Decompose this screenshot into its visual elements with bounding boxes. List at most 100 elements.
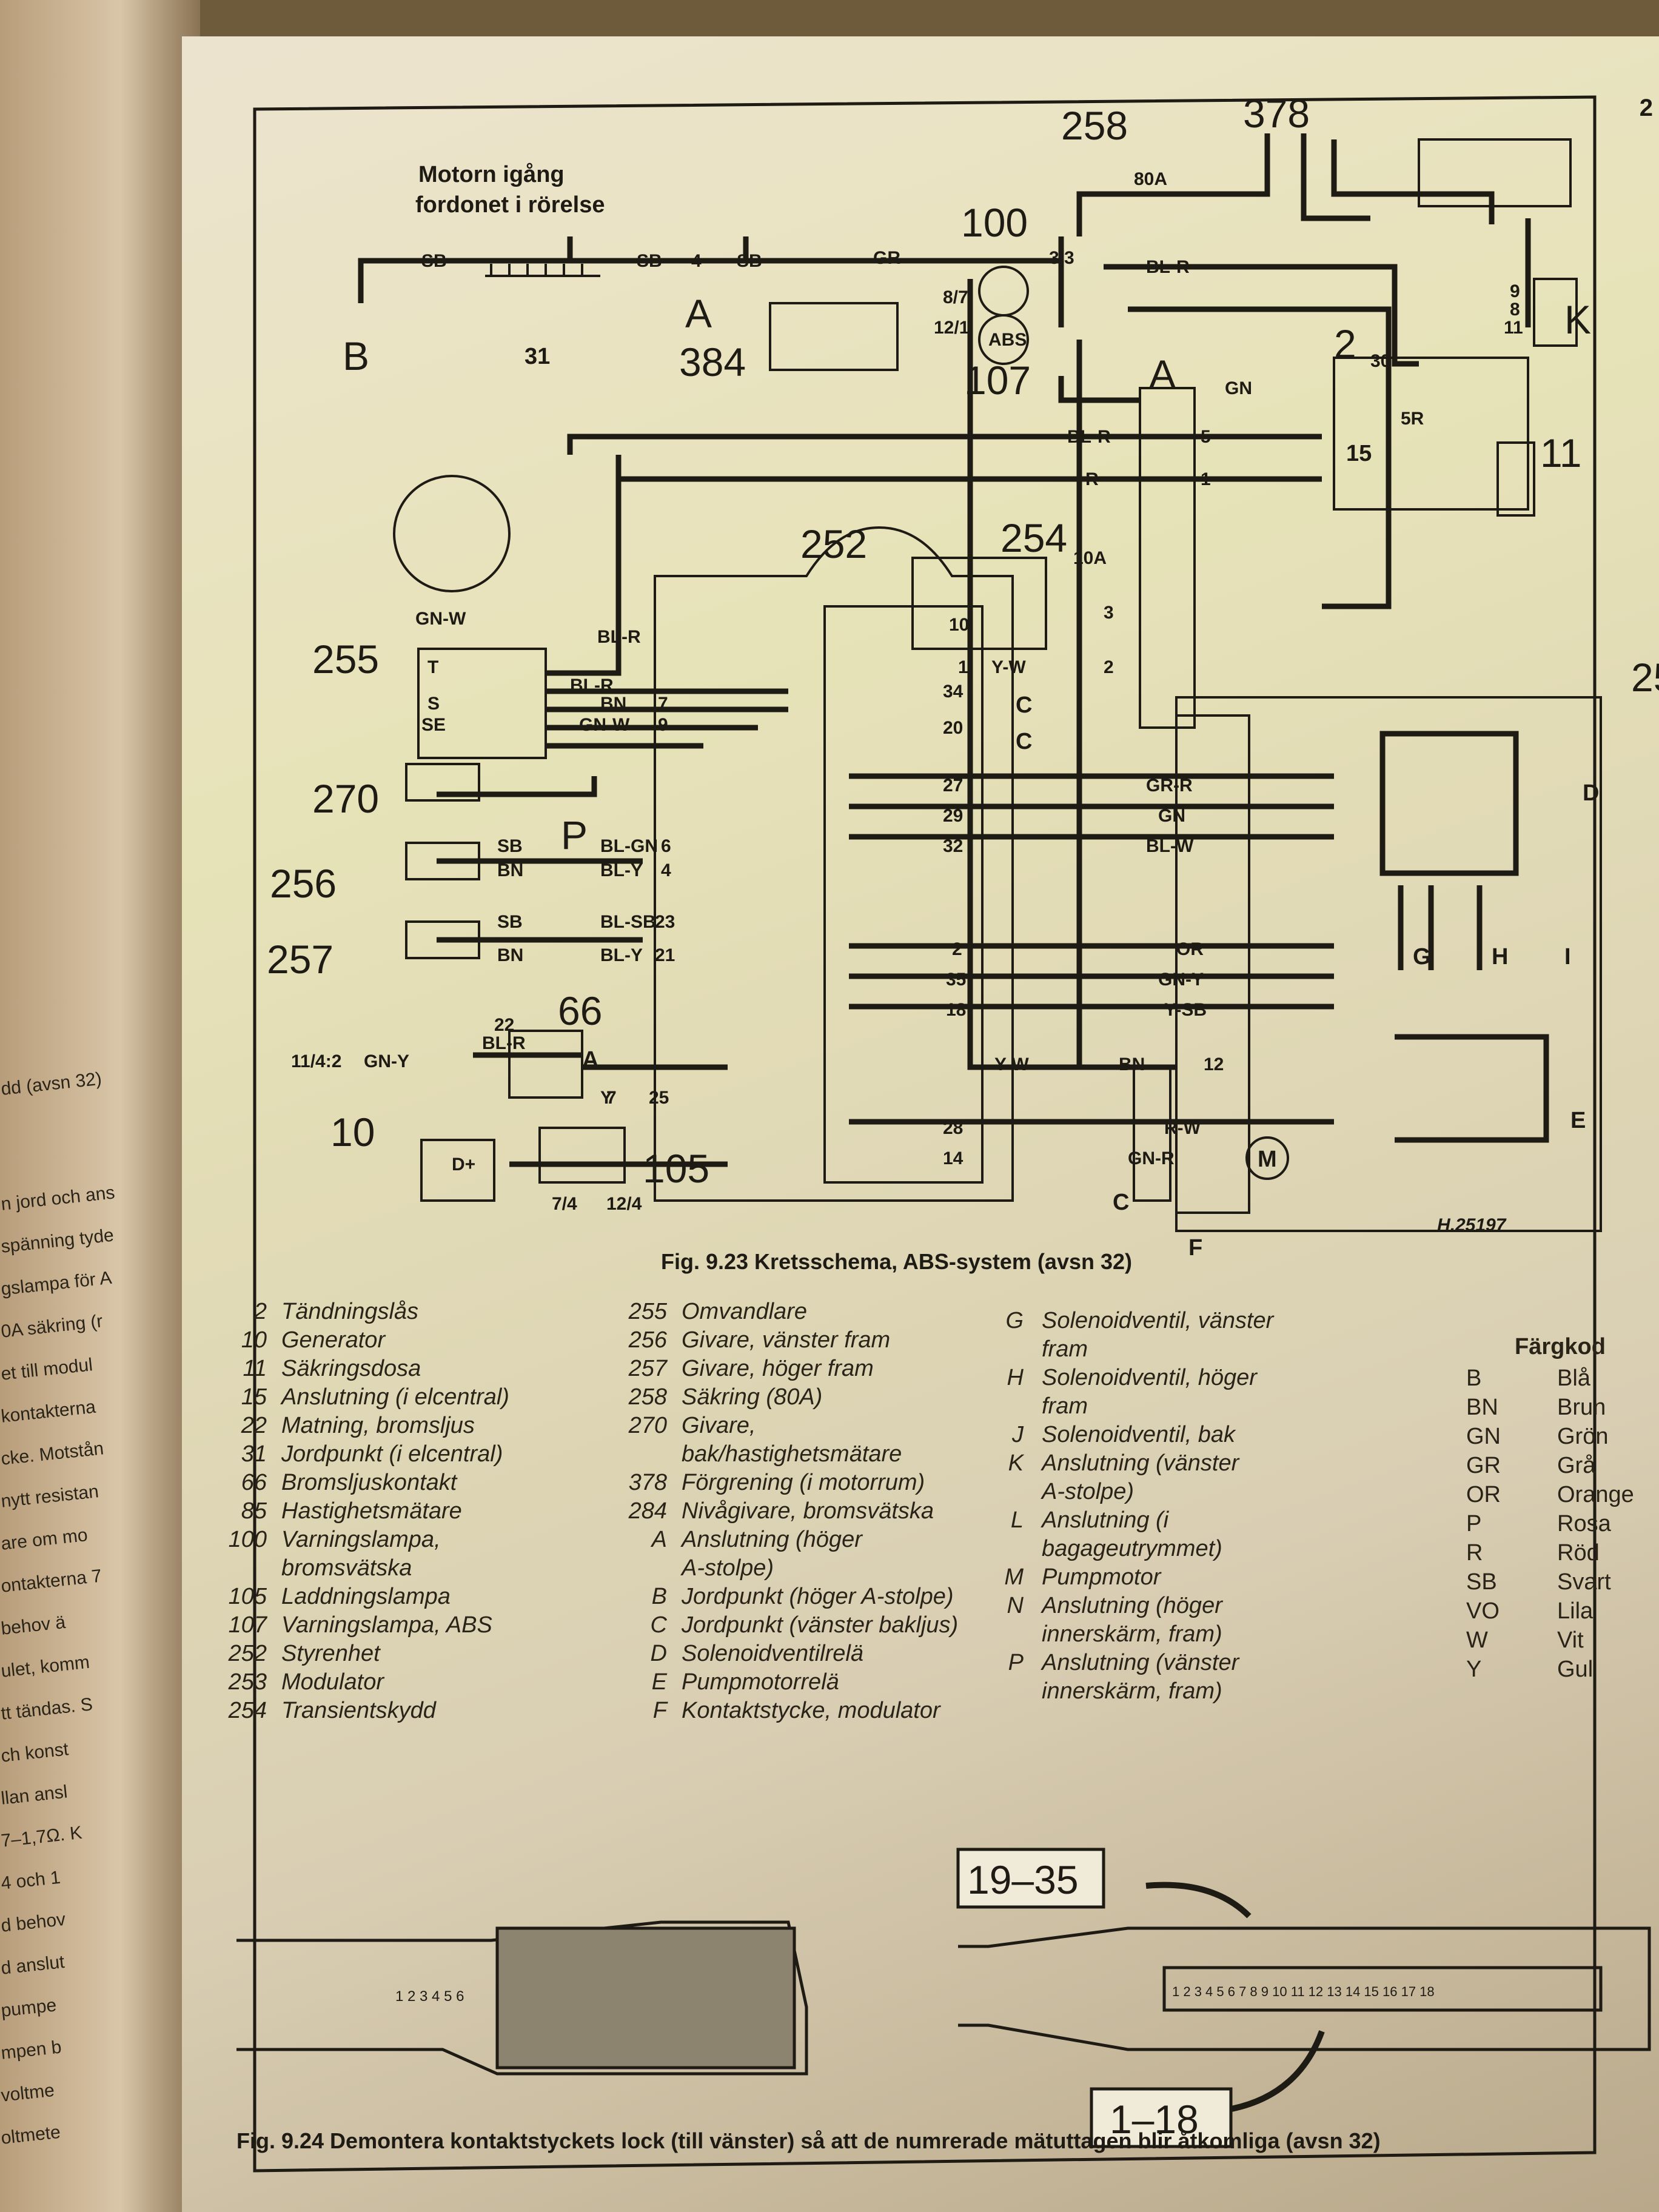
legend2-key: 257 — [628, 1356, 667, 1381]
left-page-fragment: behov ä — [0, 1612, 67, 1639]
legend1-key: 254 — [228, 1698, 267, 1723]
legend3-row: bagageutrymmet) — [976, 1535, 1273, 1563]
lbl-y-66: Y — [600, 1088, 612, 1108]
converter-255 — [417, 648, 547, 759]
legend1-desc: Jordpunkt (i elcentral) — [281, 1441, 503, 1467]
component-outlines — [393, 138, 1602, 1232]
legend1-key: 253 — [228, 1669, 267, 1695]
lbl-32: 32 — [943, 836, 963, 856]
lbl-a-top: A — [685, 291, 712, 336]
legend3-desc-cont: innerskärm, fram) — [1042, 1678, 1222, 1704]
lbl-1-252: 1 — [958, 657, 968, 677]
fargkod-name: Lila — [1557, 1598, 1594, 1624]
lbl-gn-top: GN — [1225, 378, 1252, 398]
lbl-12-4: 12/4 — [606, 1194, 642, 1214]
left-page-fragment: nytt resistan — [0, 1481, 100, 1512]
fargkod-name: Grå — [1557, 1453, 1596, 1478]
lbl-gn-w-speedo: GN-W — [415, 609, 466, 629]
lbl-b: B — [343, 333, 369, 378]
legend3-desc-cont: innerskärm, fram) — [1042, 1621, 1222, 1647]
legend2-desc: Pumpmotorrelä — [682, 1669, 839, 1695]
lbl-15-box: 15 — [1346, 441, 1372, 466]
lbl-bn-12: BN — [1119, 1054, 1145, 1074]
legend3-row: fram — [976, 1335, 1273, 1364]
legend3-desc: Solenoidventil, vänster — [1042, 1308, 1274, 1333]
page-number: 2 — [1639, 95, 1653, 121]
legend2-desc: Givare, vänster fram — [682, 1327, 891, 1353]
left-page-fragment: ulet, komm — [0, 1652, 91, 1681]
lbl-d-plus: D+ — [452, 1155, 475, 1175]
left-page-fragment: cke. Motstån — [0, 1438, 105, 1469]
left-page-fragment: voltme — [0, 2080, 56, 2106]
lbl-378: 378 — [1243, 91, 1310, 136]
fig924-labels: 19–35 1–18 1 2 3 4 5 6 1 2 3 4 5 6 7 8 9… — [395, 1848, 1435, 2148]
lbl-a-conn: A — [1149, 352, 1176, 397]
lbl-12-f: 12 — [1204, 1054, 1224, 1074]
lbl-5-a: 5 — [1201, 427, 1211, 447]
fargkod-code: Y — [1466, 1657, 1482, 1682]
left-page-fragment: spänning tyde — [0, 1225, 115, 1257]
lbl-t: T — [427, 657, 438, 677]
left-page-fragment: gslampa för A — [0, 1267, 113, 1299]
lbl-h: H — [1492, 944, 1508, 970]
left-page-fragment: oltmete — [0, 2122, 62, 2148]
lbl-12-1: 12/1 — [934, 318, 969, 338]
legend3-desc: Anslutning (vänster — [1042, 1650, 1239, 1675]
legend1-key: 252 — [228, 1641, 267, 1666]
legend1-desc: Hastighetsmätare — [281, 1498, 462, 1524]
lbl-9-k: 9 — [1510, 281, 1520, 301]
lbl-sb-257: SB — [497, 912, 523, 932]
legend1-key: 85 — [241, 1498, 267, 1524]
lbl-27: 27 — [943, 776, 963, 796]
lbl-4-top: 4 — [691, 251, 702, 271]
transient-254 — [911, 557, 1047, 650]
right-page: 2 — [182, 36, 1659, 2212]
lbl-2-ign: 2 — [1334, 321, 1356, 366]
legend3-desc: Anslutning (i — [1042, 1507, 1169, 1533]
legend3-desc-cont: fram — [1042, 1336, 1088, 1362]
lbl-f: F — [1188, 1235, 1202, 1261]
legend2-desc: Solenoidventilrelä — [682, 1641, 863, 1666]
lbl-d: D — [1583, 780, 1599, 806]
legend1-key: 15 — [241, 1384, 267, 1410]
legend2-key: 255 — [628, 1299, 667, 1324]
lbl-384: 384 — [679, 340, 746, 384]
legend3-row: P Anslutning (vänster — [976, 1649, 1273, 1677]
lbl-80a: 80A — [1134, 169, 1167, 189]
legend1-key: 100 — [228, 1527, 267, 1552]
legend2-key: 378 — [628, 1470, 667, 1495]
lbl-23: 23 — [655, 912, 675, 932]
lbl-s: S — [427, 694, 440, 714]
lbl-3-a: 3 — [1104, 603, 1114, 623]
lbl-gr-1: GR — [873, 248, 900, 268]
fargkod-name: Grön — [1557, 1424, 1609, 1449]
lbl-34: 34 — [943, 682, 964, 702]
fig924-illustrations — [236, 1882, 1651, 2113]
fargkod-name: Rosa — [1557, 1511, 1611, 1537]
legend1-key: 22 — [241, 1413, 267, 1438]
diagram-labels: Motorn igång fordonet i rörelse H.25197 … — [267, 91, 1659, 1261]
lbl-21: 21 — [655, 945, 675, 965]
legend1-desc-cont: bromsvätska — [281, 1555, 412, 1581]
lbl-a-66: A — [582, 1047, 598, 1073]
lbl-bl-r-66: BL-R — [482, 1033, 526, 1053]
legend3-key: P — [1008, 1650, 1024, 1675]
lbl-10-gen: 10 — [330, 1110, 375, 1155]
lbl-sb-3: SB — [737, 251, 762, 271]
legend2-desc: Anslutning (höger — [682, 1527, 862, 1552]
lbl-10a: 10A — [1073, 548, 1107, 568]
lbl-sb-2: SB — [637, 251, 662, 271]
legend2-desc: Omvandlare — [682, 1299, 807, 1324]
